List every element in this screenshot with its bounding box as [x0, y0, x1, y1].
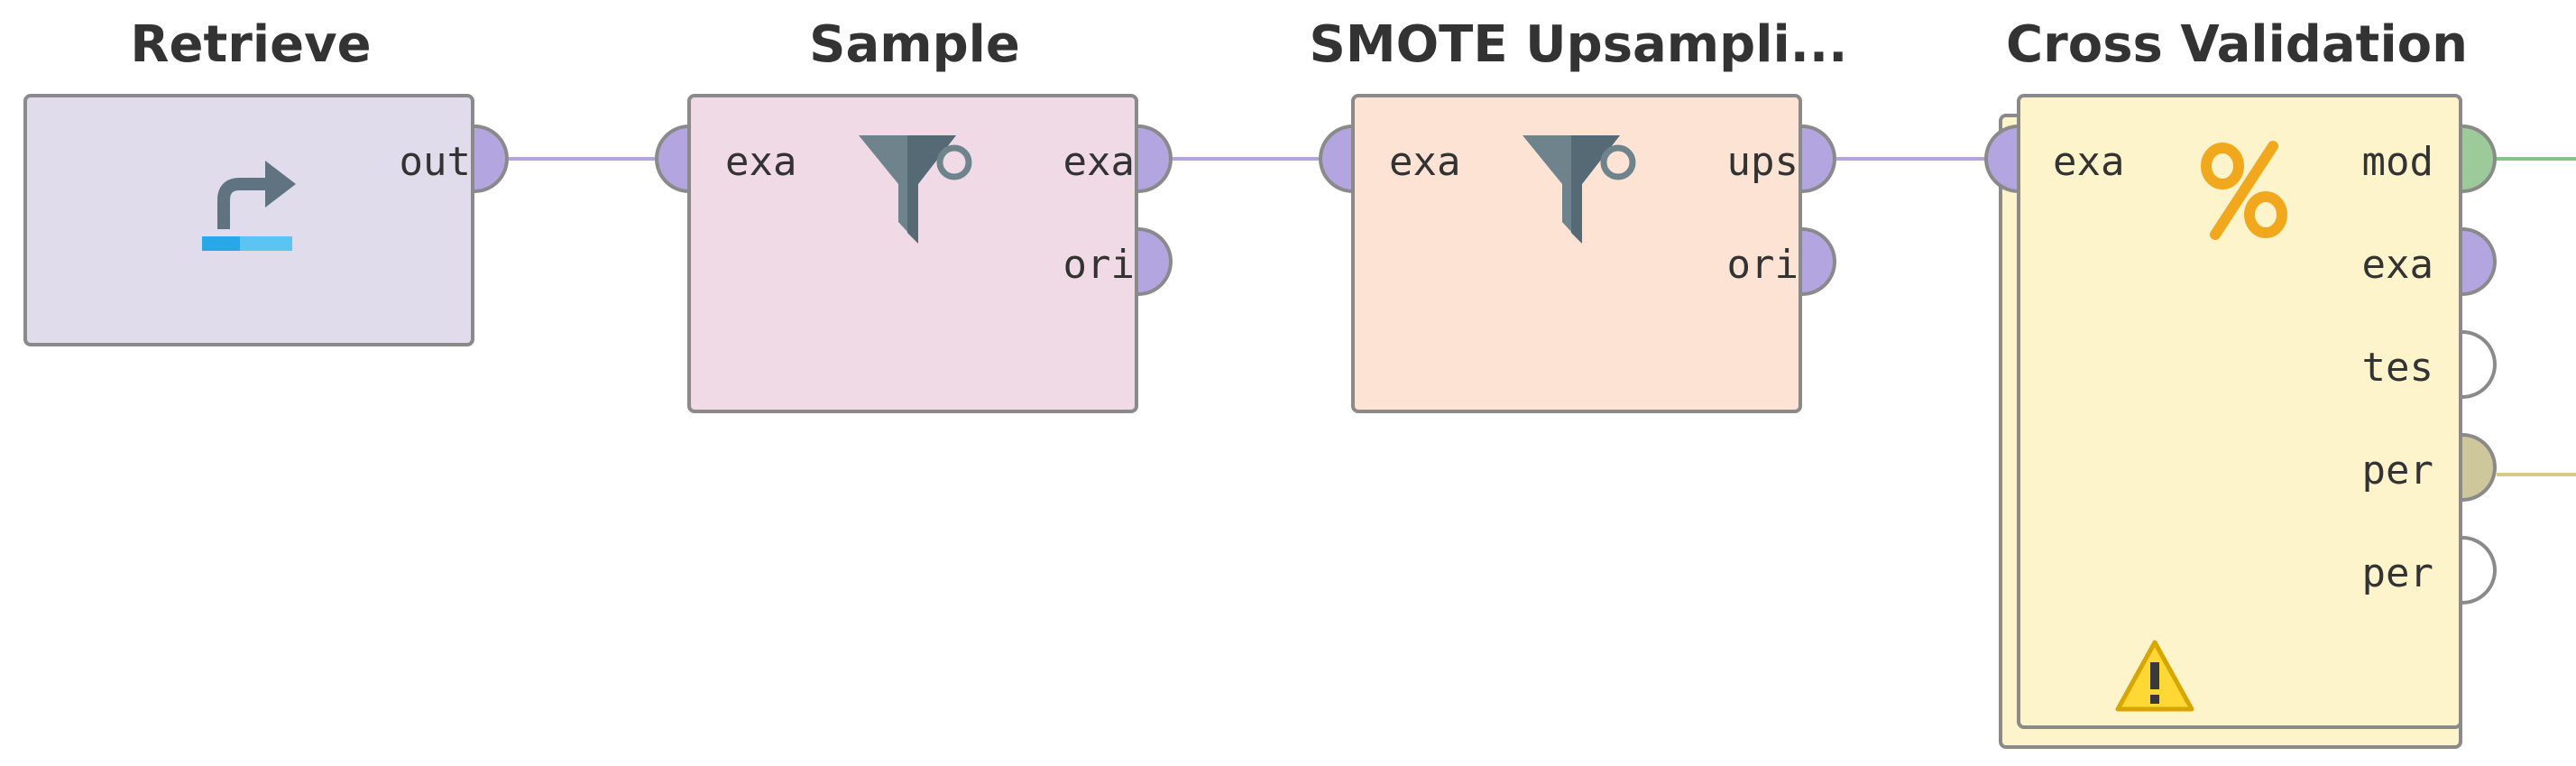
funnel-icon [1523, 135, 1636, 244]
retrieve-port-label-out: out [399, 139, 471, 185]
cross-validation-port-label-out-per-1: per [2361, 448, 2433, 494]
smote-operator[interactable]: exa ups ori [1351, 94, 1802, 413]
smote-port-out-ori[interactable] [1802, 227, 1836, 296]
sample-port-in-exa[interactable] [655, 125, 689, 193]
sample-port-label-out-exa: exa [1063, 139, 1135, 185]
cross-validation-port-label-in-exa: exa [2053, 139, 2125, 185]
sample-operator[interactable]: exa exa ori [687, 94, 1138, 413]
cross-validation-port-label-out-mod: mod [2361, 139, 2433, 185]
smote-port-in-exa[interactable] [1319, 125, 1353, 193]
wire-cv-performance-out[interactable] [2497, 473, 2576, 476]
sample-title: Sample [809, 15, 1020, 74]
cross-validation-port-out-per-2[interactable] [2462, 536, 2497, 604]
wire-sample-to-smote[interactable] [1173, 157, 1319, 161]
sample-port-label-in-exa: exa [725, 139, 797, 185]
cross-validation-port-out-exa[interactable] [2462, 227, 2497, 296]
retrieve-arrow-icon [202, 161, 296, 251]
wire-retrieve-to-sample[interactable] [509, 157, 655, 161]
wire-smote-to-cv[interactable] [1836, 157, 1992, 161]
smote-port-out-ups[interactable] [1802, 125, 1836, 193]
cross-validation-operator[interactable]: exa mod exa tes per per [2017, 94, 2462, 729]
cross-validation-port-out-mod[interactable] [2462, 125, 2497, 193]
sample-port-label-out-ori: ori [1063, 242, 1135, 288]
retrieve-operator[interactable]: out [23, 94, 474, 346]
sample-port-out-ori[interactable] [1138, 227, 1173, 296]
funnel-icon [859, 135, 972, 244]
cross-validation-port-label-out-exa: exa [2361, 242, 2433, 288]
warning-icon[interactable] [2114, 639, 2195, 713]
cross-validation-port-in-exa[interactable] [1984, 125, 2019, 193]
retrieve-title: Retrieve [130, 15, 372, 74]
cross-validation-port-out-tes[interactable] [2462, 330, 2497, 399]
smote-title: SMOTE Upsampli... [1309, 15, 1848, 74]
smote-port-label-in-exa: exa [1389, 139, 1461, 185]
smote-port-label-out-ups: ups [1726, 139, 1799, 185]
cross-validation-title: Cross Validation [2006, 15, 2468, 74]
percent-icon [2201, 141, 2287, 240]
cross-validation-port-label-out-tes: tes [2361, 345, 2433, 391]
cross-validation-port-label-out-per-2: per [2361, 550, 2433, 596]
smote-port-label-out-ori: ori [1726, 242, 1799, 288]
sample-port-out-exa[interactable] [1138, 125, 1173, 193]
cross-validation-port-out-per-1[interactable] [2462, 433, 2497, 502]
retrieve-port-out[interactable] [474, 125, 509, 193]
wire-cv-model-out[interactable] [2497, 157, 2576, 161]
